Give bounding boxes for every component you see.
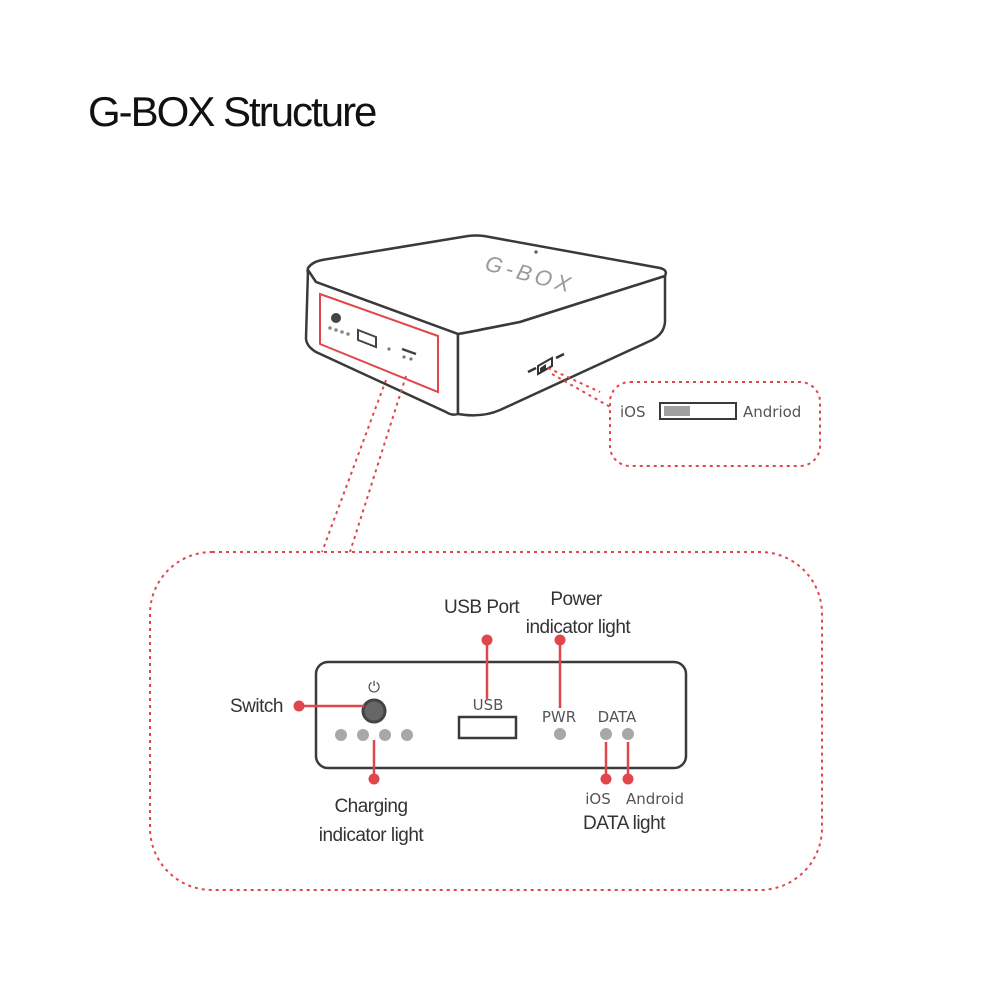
- front-charging-leds: [328, 326, 350, 336]
- front-panel-highlight: [319, 292, 439, 394]
- mode-switch-callout: iOS Andriod: [547, 367, 821, 467]
- charging-led-4: [401, 729, 413, 741]
- power-callout-dot: [554, 634, 566, 646]
- gbox-device-illustration: G-BOX: [304, 234, 668, 417]
- data-android-callout-dot: [622, 773, 634, 785]
- callout-leaders: [293, 634, 634, 785]
- data-label: DATA: [598, 708, 637, 726]
- data-ios-callout-label: iOS: [585, 790, 611, 808]
- mode-switch-ios-label: iOS: [620, 403, 646, 421]
- charging-callout-label-line2: indicator light: [319, 825, 425, 846]
- switch-callout-dot: [293, 700, 305, 712]
- mode-switch-knob: [664, 406, 690, 416]
- data-led-ios: [600, 728, 612, 740]
- usb-callout-dot: [481, 634, 493, 646]
- front-data-slot: [401, 347, 417, 356]
- power-callout-label-line1: Power: [550, 589, 603, 610]
- usb-port: [457, 715, 518, 740]
- panel-outline: [314, 660, 688, 770]
- data-ios-callout-dot: [600, 773, 612, 785]
- charging-led-1: [335, 729, 347, 741]
- front-data-led-2: [409, 357, 413, 361]
- mode-switch-android-label: Andriod: [743, 403, 801, 421]
- device-side-face: [456, 274, 667, 417]
- charging-led-3: [379, 729, 391, 741]
- front-data-led-1: [402, 355, 406, 359]
- mode-switch-panel: [609, 381, 821, 467]
- data-light-callout-label: DATA light: [583, 813, 666, 834]
- front-power-button-icon: [331, 313, 341, 323]
- data-led-android: [622, 728, 634, 740]
- charging-indicator-leds: [335, 729, 413, 741]
- front-panel-callout: [149, 375, 823, 891]
- pwr-label: PWR: [542, 708, 576, 726]
- device-top-dot: [534, 250, 538, 254]
- usb-port-callout-label: USB Port: [444, 597, 520, 618]
- power-symbol-icon: ⏻: [368, 678, 380, 696]
- power-callout-label-line2: indicator light: [526, 617, 632, 638]
- power-switch-button: [361, 698, 387, 724]
- side-mode-slider-icon: [527, 352, 565, 376]
- power-indicator-led: [554, 728, 566, 740]
- front-pwr-led: [387, 347, 391, 351]
- switch-callout-label: Switch: [230, 696, 283, 717]
- usb-port-label: USB: [473, 696, 504, 714]
- page-title: G-BOX Structure: [88, 88, 377, 135]
- panel-detail: ⏻ USB PWR DATA: [314, 660, 688, 770]
- detail-panel-frame: [149, 551, 823, 891]
- front-usb-port-icon: [357, 328, 377, 349]
- charging-callout-dot: [368, 773, 380, 785]
- charging-callout-label-line1: Charging: [334, 796, 407, 817]
- charging-led-2: [357, 729, 369, 741]
- data-android-callout-label: Android: [626, 790, 684, 808]
